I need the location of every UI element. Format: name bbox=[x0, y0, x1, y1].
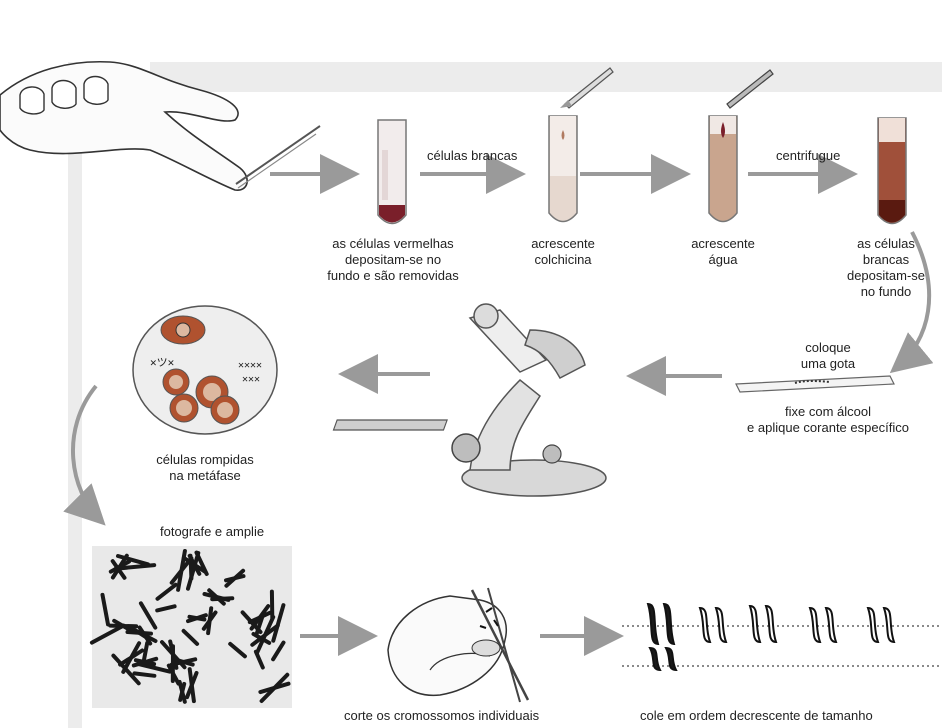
label-red-cells-line: as células vermelhas bbox=[332, 236, 454, 251]
label-red-cells-line: depositam-se no bbox=[344, 252, 442, 267]
label-fix-line: fixe com álcool bbox=[785, 404, 871, 419]
chromosome-mark bbox=[271, 603, 286, 643]
label-white-cells-bottom: as células brancas depositam-se no fundo bbox=[836, 236, 936, 300]
label-white-bottom-line: as células bbox=[857, 236, 915, 251]
chromosome-mark bbox=[155, 582, 178, 601]
chromosome-mark bbox=[141, 641, 150, 665]
label-fix-stain: fixe com álcool e aplique corante especí… bbox=[728, 404, 928, 436]
label-white-bottom-line: depositam-se bbox=[846, 268, 926, 283]
chromosome-mark bbox=[228, 641, 247, 659]
chromosome-mark bbox=[271, 640, 286, 662]
chromosome-mark bbox=[133, 658, 157, 667]
label-colchicine: acrescente colchicina bbox=[518, 236, 608, 268]
test-tube-1-icon bbox=[377, 119, 407, 225]
karyotype-icon bbox=[622, 602, 942, 672]
label-drop-line: uma gota bbox=[800, 356, 856, 371]
chromosome-mark bbox=[185, 671, 199, 700]
chromosome-mark bbox=[178, 681, 187, 702]
karyotype-chromosome bbox=[664, 646, 678, 672]
chromosome-mark bbox=[201, 610, 218, 631]
chromosome-mark bbox=[118, 648, 145, 667]
chromosome-mark bbox=[258, 681, 291, 695]
label-water-line: acrescente bbox=[691, 236, 755, 251]
test-tube-4-icon bbox=[877, 117, 907, 225]
label-fix-line: e aplique corante específico bbox=[747, 420, 909, 435]
hands-scissors-icon bbox=[387, 587, 530, 703]
karyotype-chromosome bbox=[764, 604, 778, 644]
label-broken-line: na metáfase bbox=[169, 468, 241, 483]
karyotype-chromosome bbox=[808, 606, 822, 644]
label-white-bottom-line: no fundo bbox=[860, 284, 912, 299]
chromosome-mark bbox=[155, 604, 177, 613]
karyotype-chromosome bbox=[698, 606, 712, 644]
chromosome-mark bbox=[186, 551, 201, 591]
label-cut: corte os cromossomos individuais bbox=[344, 708, 540, 723]
dropper-colchicine-icon bbox=[560, 67, 614, 109]
label-colchicine-line: acrescente bbox=[531, 236, 595, 251]
svg-text:✕✕✕✕: ✕✕✕✕ bbox=[238, 360, 262, 371]
dropper-water-icon bbox=[726, 69, 774, 109]
top-band bbox=[150, 62, 942, 92]
curved-arrow-left bbox=[63, 384, 106, 526]
chromosome-mark bbox=[166, 663, 181, 686]
label-white-bottom-line: brancas bbox=[862, 252, 910, 267]
chromosome-mark bbox=[132, 671, 157, 678]
label-red-cells-line: fundo e são removidas bbox=[327, 268, 459, 283]
label-broken-cells: células rompidas na metáfase bbox=[150, 452, 260, 484]
test-tube-3-icon bbox=[708, 115, 738, 223]
microscope-slide-icon bbox=[735, 375, 895, 393]
chromosome-mark bbox=[136, 662, 172, 674]
karyotype-chromosome bbox=[648, 646, 662, 672]
karyotype-chromosome bbox=[714, 606, 728, 644]
microscope-icon bbox=[332, 303, 607, 497]
chromosome-mark bbox=[187, 553, 202, 576]
chromosome-photo-icon bbox=[89, 546, 292, 708]
left-band bbox=[68, 62, 82, 728]
label-drop: coloque uma gota bbox=[778, 340, 878, 372]
svg-text:✕ツ✕: ✕ツ✕ bbox=[150, 356, 174, 369]
chromosome-mark bbox=[110, 559, 127, 580]
svg-text:✕✕✕: ✕✕✕ bbox=[242, 374, 260, 385]
chromosome-mark bbox=[112, 618, 135, 634]
karyotype-chromosome bbox=[866, 606, 880, 644]
label-paste: cole em ordem decrescente de tamanho bbox=[640, 708, 873, 723]
label-water-line: água bbox=[708, 252, 738, 267]
chromosome-mark bbox=[108, 559, 131, 574]
chromosome-mark bbox=[224, 574, 246, 583]
metaphase-cells-icon: ✕ツ✕ ✕✕✕✕ ✕✕✕ bbox=[132, 305, 278, 435]
chromosome-mark bbox=[172, 657, 195, 667]
curved-arrow-right bbox=[889, 231, 934, 374]
chromosome-mark bbox=[247, 610, 273, 625]
label-white-cells: células brancas bbox=[427, 148, 518, 163]
chromosome-mark bbox=[187, 614, 207, 622]
test-tube-2-icon bbox=[548, 115, 578, 223]
label-red-cells: as células vermelhas depositam-se no fun… bbox=[322, 236, 464, 284]
label-centrifuge: centrifugue bbox=[776, 148, 841, 163]
chromosome-mark bbox=[100, 592, 110, 627]
chromosome-mark bbox=[250, 623, 280, 647]
karyotype-chromosome bbox=[748, 604, 762, 644]
label-water: acrescente água bbox=[678, 236, 768, 268]
chromosome-mark bbox=[251, 632, 272, 645]
chromosome-mark bbox=[89, 623, 126, 645]
chromosome-mark bbox=[253, 649, 265, 670]
chromosome-mark bbox=[207, 588, 226, 606]
karyotype-chromosome bbox=[646, 602, 660, 646]
label-photograph: fotografe e amplie bbox=[160, 524, 265, 539]
karyotype-chromosome bbox=[824, 606, 838, 644]
karyotype-chromosome bbox=[662, 602, 676, 646]
label-colchicine-line: colchicina bbox=[534, 252, 592, 267]
label-drop-line: coloque bbox=[805, 340, 851, 355]
chromosome-mark bbox=[181, 628, 200, 646]
chromosome-mark bbox=[138, 601, 158, 630]
karyotype-chromosome bbox=[882, 606, 896, 644]
chromosome-mark bbox=[116, 554, 150, 567]
label-broken-line: células rompidas bbox=[156, 452, 254, 467]
chromosome-mark bbox=[129, 625, 150, 640]
hand-finger-prick-icon bbox=[0, 60, 321, 191]
